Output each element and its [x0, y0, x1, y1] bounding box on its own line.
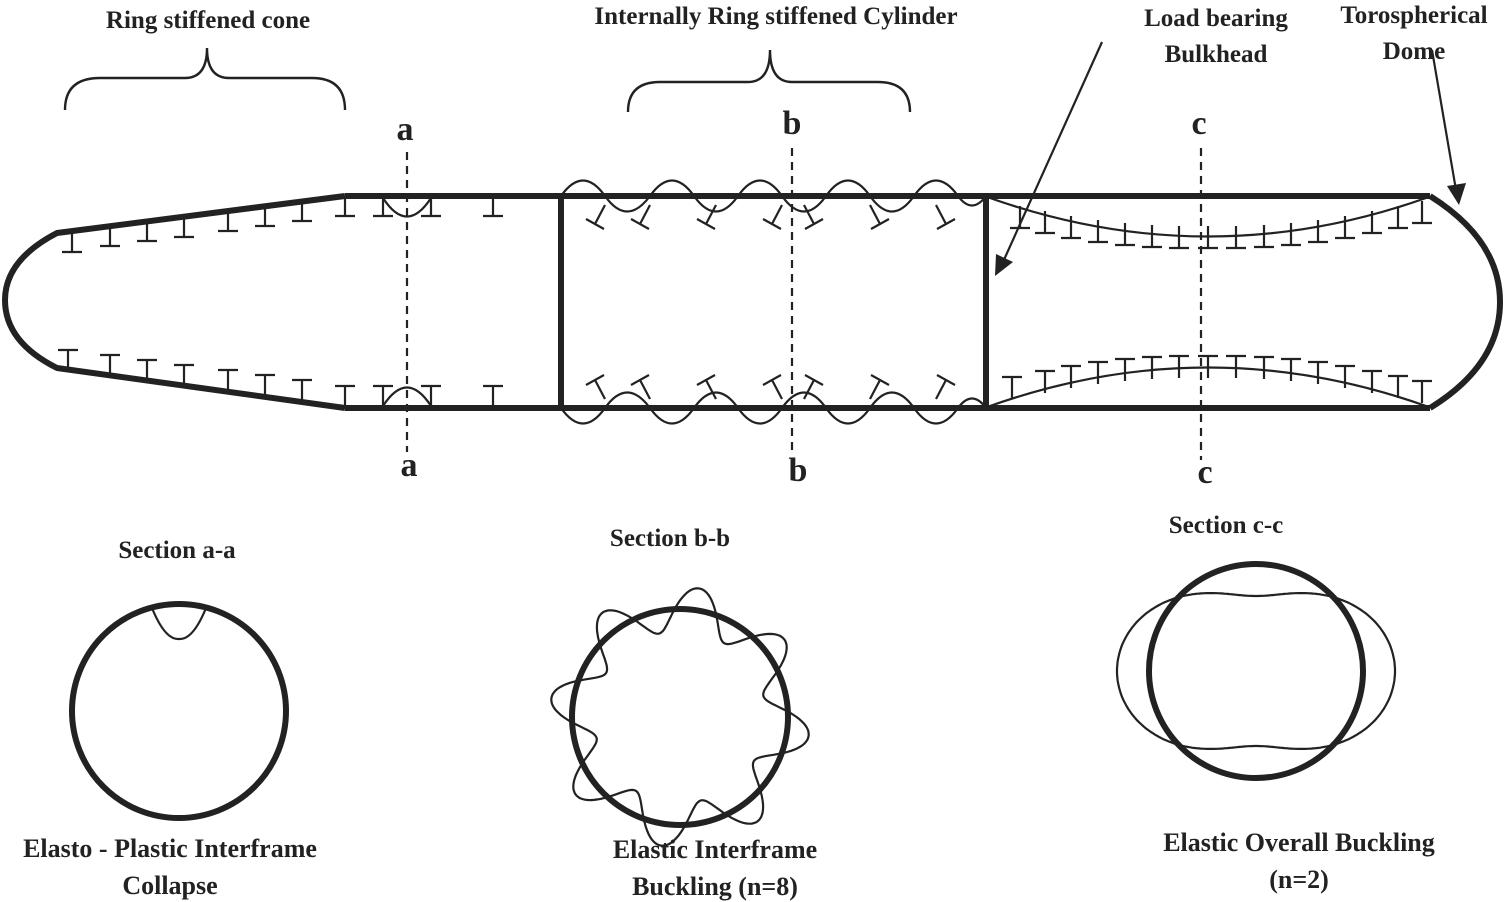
section-c-title: Section c-c — [1169, 512, 1284, 539]
local-dent-bottom — [382, 386, 432, 407]
label-internally-ring-stiffened-cylinder: Internally Ring stiffened Cylinder — [594, 3, 957, 30]
interframe-wave-bottom — [560, 391, 987, 425]
lobe-curve-n2 — [1115, 592, 1397, 750]
section-a-ring — [69, 601, 289, 821]
section-mark-b-top: b — [783, 105, 802, 142]
caption-c-line2: (n=2) — [1269, 865, 1329, 894]
caption-b-line2: Buckling (n=8) — [632, 872, 798, 901]
section-mark-c-top: c — [1191, 105, 1206, 142]
section-c-ring — [1115, 561, 1397, 781]
cone-ring-stiffeners — [58, 198, 503, 406]
section-mark-b-bottom: b — [789, 452, 808, 489]
section-mark-a-bottom: a — [401, 447, 418, 484]
dome-arrow — [1430, 49, 1466, 205]
caption-c-line1: Elastic Overall Buckling — [1163, 828, 1435, 857]
cylinder-brace — [626, 49, 912, 113]
bulkhead-arrow — [995, 41, 1104, 276]
label-bulkhead: Bulkhead — [1165, 41, 1268, 68]
aft-ring-stiffeners — [1002, 201, 1432, 403]
label-torospherical: Torospherical — [1340, 2, 1487, 29]
section-b-ring — [550, 587, 810, 847]
label-ring-stiffened-cone: Ring stiffened cone — [106, 7, 310, 34]
caption-b-line1: Elastic Interframe — [613, 835, 817, 864]
cone-brace — [63, 47, 347, 111]
section-a-title: Section a-a — [118, 537, 236, 564]
lobe-curve-n8 — [550, 587, 810, 847]
hull-outline — [2, 193, 1503, 411]
caption-a-line1: Elasto - Plastic Interframe — [23, 834, 317, 863]
label-dome: Dome — [1383, 38, 1445, 65]
section-mark-a-top: a — [397, 111, 414, 148]
label-load-bearing: Load bearing — [1144, 5, 1288, 32]
interframe-wave-top — [560, 179, 987, 213]
cylinder-ring-stiffeners — [585, 204, 956, 400]
section-mark-c-bottom: c — [1197, 454, 1212, 491]
caption-a-line2: Collapse — [122, 871, 217, 900]
local-dent-top — [382, 197, 432, 218]
section-b-title: Section b-b — [610, 525, 730, 552]
